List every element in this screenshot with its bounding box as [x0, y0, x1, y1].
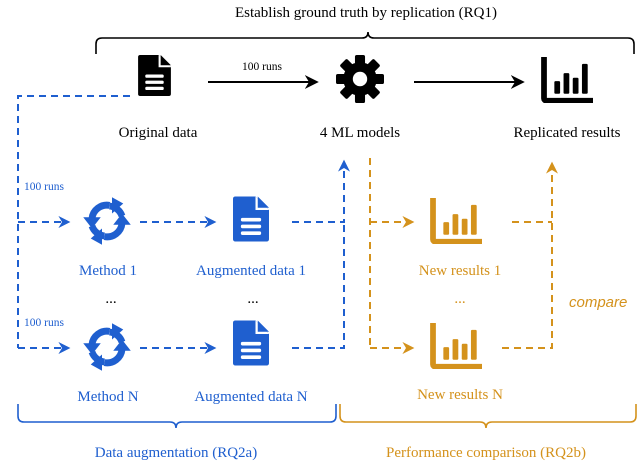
results-ellipsis: ... [454, 291, 465, 307]
comparison-section-label: Performance comparison (RQ2b) [386, 445, 586, 461]
new-results-1-label: New results 1 [419, 263, 502, 279]
original-data-label: Original data [119, 125, 198, 141]
arrow-aug1-to-models [292, 159, 350, 223]
bar-chart-icon [433, 323, 481, 367]
method-ellipsis: ... [105, 291, 116, 307]
augmentation-section-label: Data augmentation (RQ2a) [95, 445, 257, 461]
document-icon [233, 320, 269, 366]
augmented-data-n-label: Augmented data N [194, 389, 307, 405]
method-1-label: Method 1 [79, 263, 137, 279]
runs-label-method-1: 100 runs [24, 181, 64, 193]
bar-chart-icon [544, 57, 592, 101]
replication-brace [95, 31, 635, 54]
method-n-label: Method N [77, 389, 138, 405]
comparison-brace [339, 404, 637, 429]
runs-label-top: 100 runs [242, 61, 282, 73]
flow-original-to-methods [17, 95, 130, 348]
replicated-results-label: Replicated results [513, 125, 620, 141]
document-icon [233, 196, 269, 242]
new-results-n-label: New results N [417, 387, 503, 403]
diagram-title: Establish ground truth by replication (R… [235, 5, 497, 21]
augmentation-brace [17, 404, 337, 429]
flow-augn-to-models [292, 222, 345, 349]
sync-arrows-icon [83, 323, 131, 371]
bar-chart-icon [433, 198, 481, 242]
sync-arrows-icon [83, 197, 131, 245]
augmented-ellipsis: ... [247, 291, 258, 307]
models-label: 4 ML models [320, 125, 400, 141]
arrow-compare-to-replicated [502, 161, 558, 349]
compare-label: compare [569, 294, 627, 311]
gear-icon [336, 55, 384, 103]
augmented-data-1-label: Augmented data 1 [196, 263, 306, 279]
document-icon [138, 55, 171, 96]
runs-label-method-n: 100 runs [24, 317, 64, 329]
